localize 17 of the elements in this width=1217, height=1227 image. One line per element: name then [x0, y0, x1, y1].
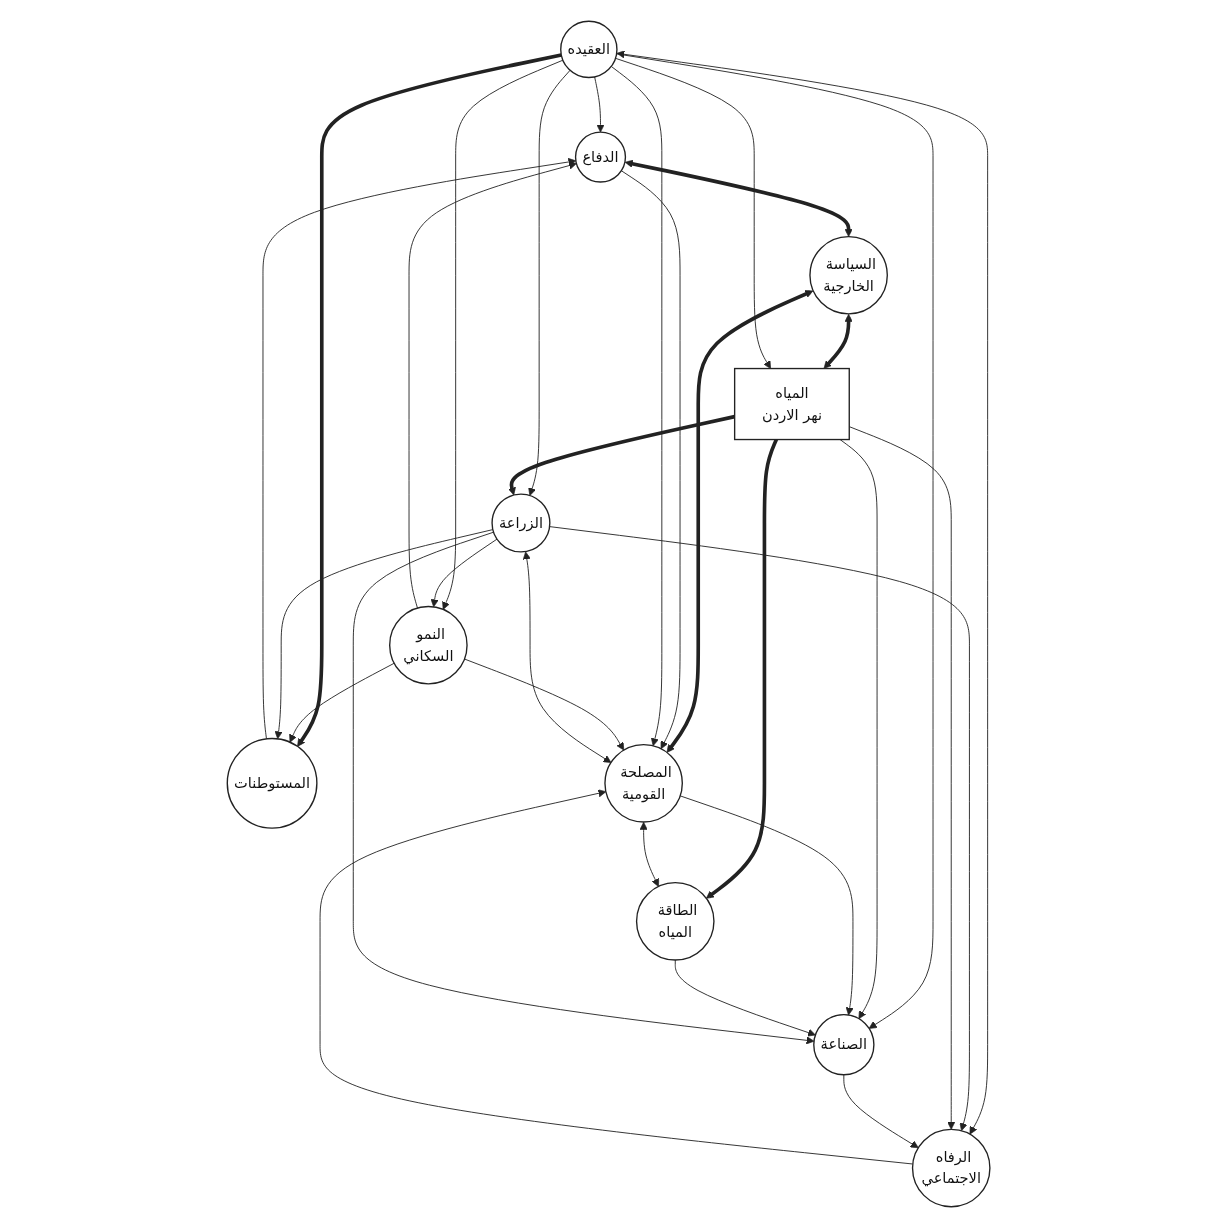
arrow	[823, 313, 853, 369]
node-circle: المصلحة القومية	[604, 743, 683, 823]
node-circle: الزراعة	[491, 492, 551, 553]
node-circle: الصناعة	[813, 1013, 875, 1075]
node-circle: العقيده	[559, 20, 618, 78]
node-circle: السياسة الخارجية	[809, 235, 888, 315]
arrow	[666, 289, 814, 753]
node-box: المياه نهر الاردن	[733, 367, 850, 440]
node-circle: الرفاه الاجتماعي	[911, 1128, 991, 1207]
arrow	[705, 438, 778, 899]
arrow	[624, 159, 853, 237]
node-circle: الدفاع	[574, 130, 627, 183]
arrow	[297, 52, 562, 747]
node-circle: المستوطنات	[226, 737, 318, 829]
node-circle: الطاقة المياه	[635, 881, 715, 961]
arrow	[507, 414, 735, 495]
node-circle: النمو السكاني	[388, 605, 468, 685]
